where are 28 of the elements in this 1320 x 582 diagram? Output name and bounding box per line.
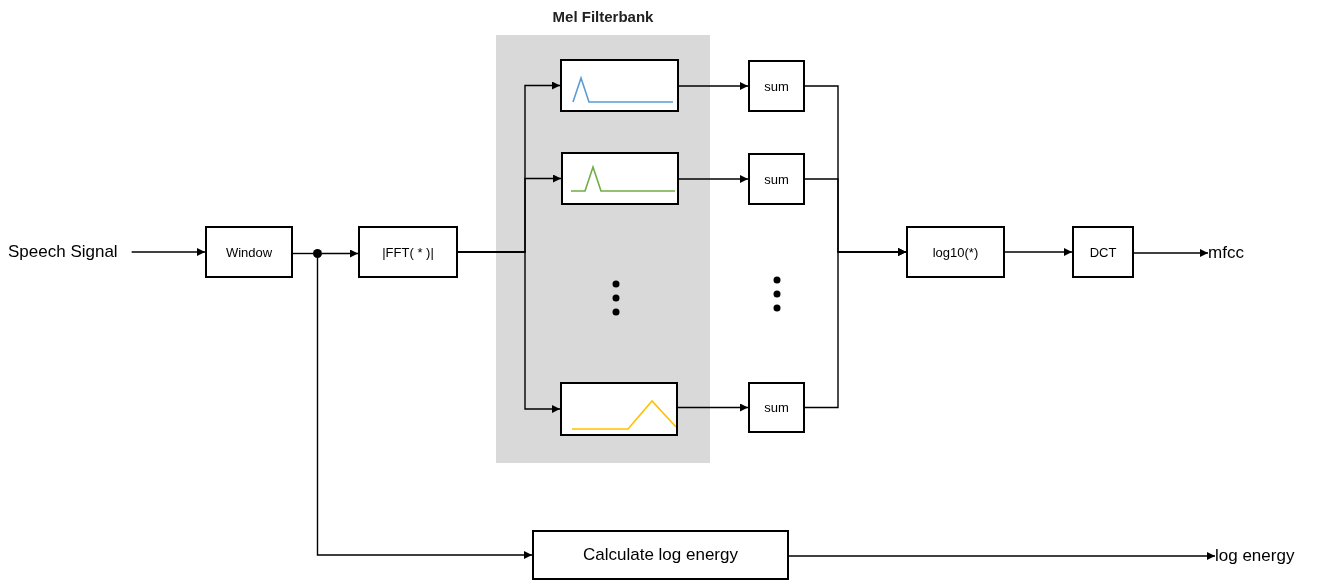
arrow — [130, 248, 206, 256]
arrow — [1133, 249, 1209, 257]
arrow — [804, 248, 907, 409]
filter-plot-box — [560, 382, 678, 436]
connector-line — [292, 252, 314, 255]
arrow — [677, 403, 749, 412]
process-box: Window — [205, 226, 293, 278]
arrow — [457, 251, 561, 413]
process-box: Calculate log energy — [532, 530, 789, 580]
process-box: log10(*) — [906, 226, 1005, 278]
process-box: sum — [748, 60, 805, 112]
arrow — [1004, 248, 1073, 256]
process-box: DCT — [1072, 226, 1134, 278]
panel-title: Mel Filterbank — [551, 8, 655, 25]
process-box: sum — [748, 153, 805, 205]
process-box: |FFT( * )| — [358, 226, 458, 278]
output-label: log energy — [1215, 543, 1295, 569]
process-box: sum — [748, 382, 805, 433]
arrow — [321, 249, 359, 258]
arrow — [678, 82, 749, 90]
junction-dot — [313, 249, 322, 258]
arrow — [678, 175, 749, 183]
arrow — [316, 257, 533, 559]
output-label: mfcc — [1208, 240, 1244, 266]
filter-plot-box — [560, 59, 679, 112]
input-label: Speech Signal — [8, 238, 118, 266]
arrow — [788, 552, 1216, 560]
filter-plot-box — [561, 152, 679, 205]
